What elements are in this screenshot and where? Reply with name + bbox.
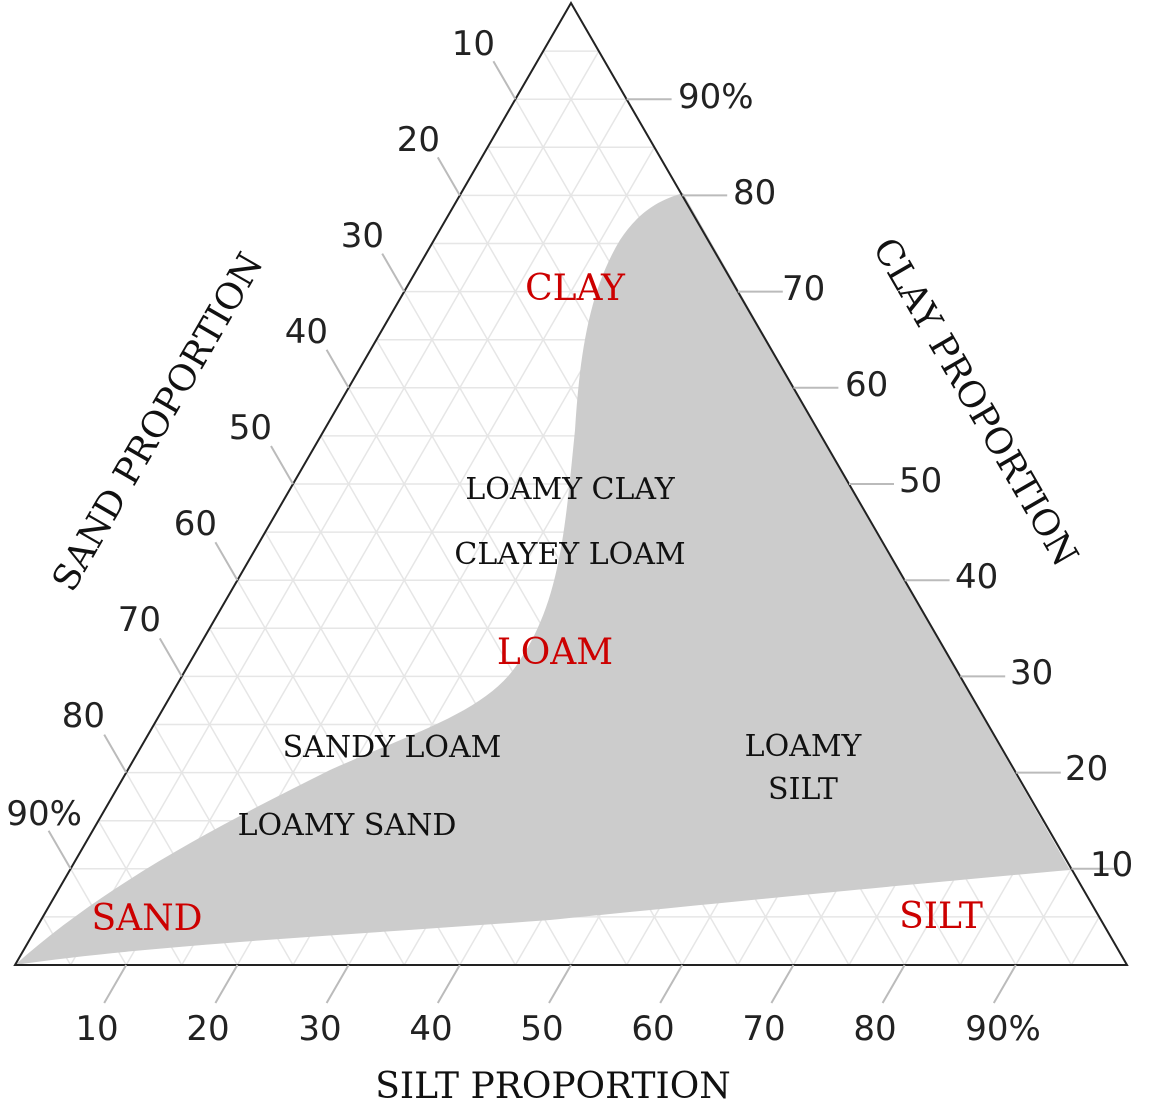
clay-tick-label: 10 [1090, 845, 1133, 885]
sand-tick-mark [436, 156, 461, 196]
silt-tick-mark [325, 964, 350, 1004]
clay-tick-label: 50 [899, 461, 942, 501]
sand-tick-label: 60 [174, 504, 217, 544]
sand-tick-mark [270, 445, 294, 485]
silt-tick-label: 70 [742, 1009, 785, 1049]
sand-tick-label: 40 [285, 312, 328, 352]
silt-tick-label: 60 [631, 1009, 674, 1049]
silt-tick-label: 20 [186, 1009, 229, 1049]
loamy-silt-label-line2: SILT [768, 772, 838, 807]
sand-tick-label: 30 [341, 216, 384, 256]
tick-marks [47, 60, 1117, 1004]
sand-tick-mark [47, 830, 72, 870]
clay-tick-label: 60 [845, 365, 888, 405]
silt-tick-label: 80 [853, 1009, 896, 1049]
clay-tick-label: 30 [1010, 653, 1053, 693]
clay-tick-label: 90% [678, 77, 754, 117]
silt-tick-mark [659, 964, 684, 1004]
clay-tick-label: 40 [955, 557, 998, 597]
sand-tick-mark [492, 60, 517, 100]
sand-tick-mark [325, 349, 350, 389]
sand-label: SAND [91, 898, 202, 939]
silt-tick-mark [103, 964, 128, 1004]
silt-tick-mark [548, 964, 572, 1004]
sand-tick-label: 70 [118, 600, 161, 640]
silt-tick-mark [881, 964, 906, 1004]
silt-tick-label: 10 [75, 1009, 118, 1049]
silt-tick-mark [214, 964, 239, 1004]
clay-axis-ticks: 10 20 30 40 50 60 70 80 90% [678, 77, 1133, 885]
silt-tick-label: 30 [298, 1009, 341, 1049]
sand-tick-mark [381, 253, 406, 293]
silt-tick-mark [770, 964, 795, 1004]
grid-line [1015, 868, 1073, 966]
clayey-loam-label: CLAYEY LOAM [454, 537, 685, 572]
region-labels: CLAY LOAMY CLAY CLAYEY LOAM LOAM SANDY L… [91, 268, 982, 939]
clay-axis-title: CLAY PROPORTION [864, 231, 1085, 573]
loam-region [15, 193, 1070, 965]
grid-line [69, 50, 600, 966]
sand-tick-label: 80 [62, 696, 105, 736]
silt-label: SILT [899, 896, 983, 937]
clay-tick-label: 70 [782, 269, 825, 309]
loamy-sand-label: LOAMY SAND [238, 808, 457, 843]
sandy-loam-label: SANDY LOAM [283, 730, 502, 765]
loamy-clay-label: LOAMY CLAY [465, 472, 676, 507]
silt-tick-label: 90% [965, 1009, 1041, 1049]
sand-tick-mark [103, 734, 128, 774]
sand-tick-mark [158, 637, 183, 677]
sand-tick-label: 20 [397, 120, 440, 160]
sand-tick-label: 10 [452, 24, 495, 64]
silt-tick-label: 40 [409, 1009, 452, 1049]
clay-tick-label: 80 [733, 173, 776, 213]
loamy-silt-label-line1: LOAMY [745, 729, 863, 764]
sand-tick-label: 50 [229, 408, 272, 448]
sand-tick-mark [214, 541, 239, 581]
silt-tick-mark [436, 964, 461, 1004]
grid-line [1070, 916, 1100, 966]
sand-axis-ticks: 10 20 30 40 50 60 70 80 90% [6, 24, 495, 834]
clay-tick-label: 20 [1065, 749, 1108, 789]
silt-axis-ticks: 10 20 30 40 50 60 70 80 90% [75, 1009, 1040, 1049]
loam-label: LOAM [497, 632, 613, 673]
clay-label: CLAY [525, 268, 626, 309]
sand-tick-label: 90% [6, 794, 82, 834]
silt-tick-mark [992, 964, 1017, 1004]
silt-axis-title: SILT PROPORTION [375, 1066, 731, 1102]
silt-tick-label: 50 [520, 1009, 563, 1049]
